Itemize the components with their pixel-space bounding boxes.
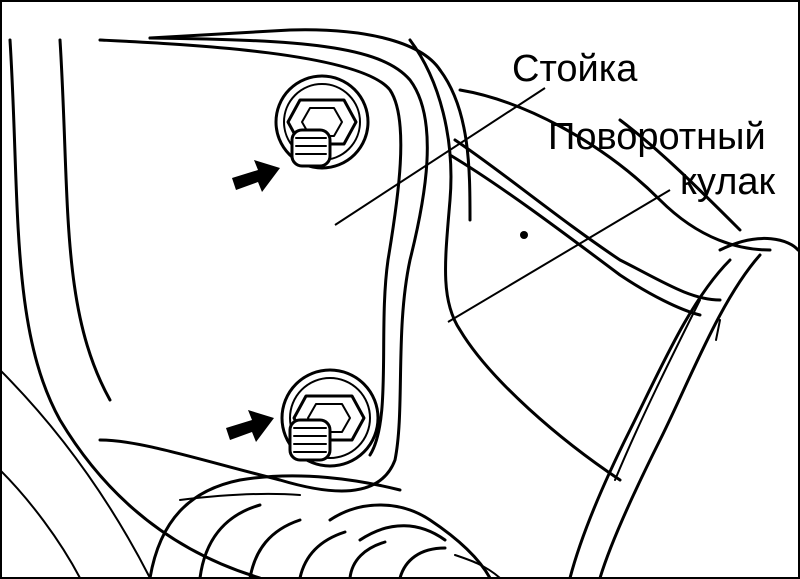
- lower-bolt-icon: [280, 368, 380, 468]
- lower-arrow-icon: [226, 410, 274, 442]
- cv-boot: [148, 474, 501, 579]
- knuckle-body: [408, 38, 772, 482]
- upper-bolt-icon: [274, 74, 370, 170]
- knuckle-dot: [520, 231, 528, 239]
- label-strut: Стойка: [512, 48, 638, 90]
- label-knuckle-line1: Поворотный: [548, 116, 766, 158]
- label-knuckle-line2: кулак: [680, 161, 776, 203]
- strut-plate: [98, 28, 442, 493]
- brake-disc: [568, 236, 800, 579]
- strut-leader-line: [334, 87, 546, 226]
- knuckle-leader-line: [447, 189, 671, 323]
- background-contours: [0, 38, 262, 579]
- upper-arrow-icon: [232, 160, 280, 192]
